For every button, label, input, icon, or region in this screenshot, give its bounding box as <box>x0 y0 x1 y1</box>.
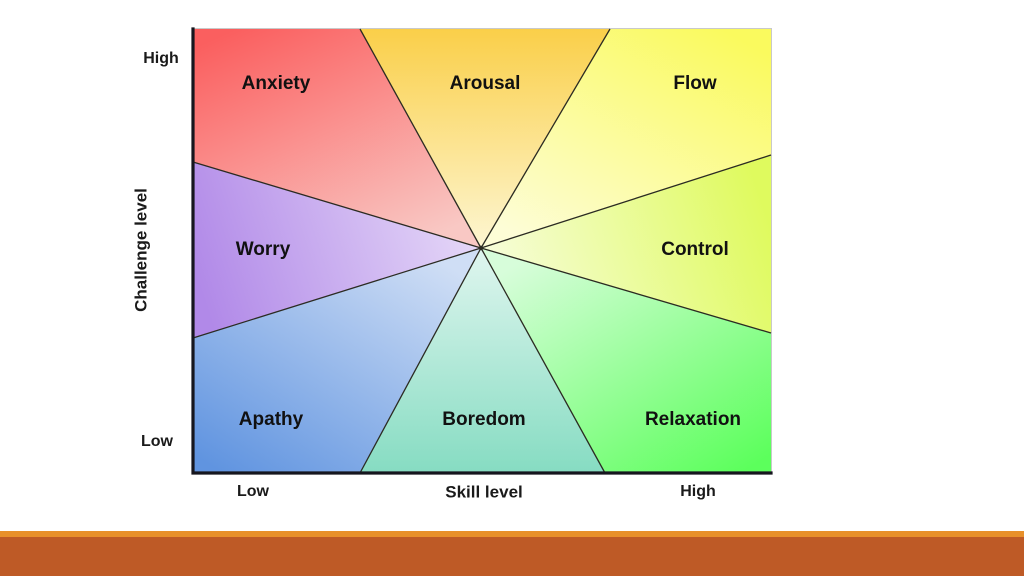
sector-group <box>193 29 771 473</box>
sector-worry <box>193 162 481 338</box>
sector-label-worry: Worry <box>236 239 291 260</box>
sector-label-relaxation: Relaxation <box>645 409 741 430</box>
footer-accent-stripe <box>0 531 1024 537</box>
sector-label-anxiety: Anxiety <box>242 73 311 94</box>
sector-control <box>481 155 771 333</box>
center-origin-dot <box>478 245 484 251</box>
sector-anxiety <box>193 29 481 248</box>
y-axis-title: Challenge level <box>131 188 150 312</box>
sector-label-apathy: Apathy <box>239 409 304 430</box>
sector-label-control: Control <box>661 239 729 260</box>
sector-arousal <box>360 29 610 248</box>
sector-label-boredom: Boredom <box>442 409 525 430</box>
sector-boredom <box>360 248 605 473</box>
sector-divider-lines <box>192 28 772 474</box>
x-axis-low-label: Low <box>237 483 270 500</box>
sector-flow <box>481 29 771 248</box>
flow-model-diagram: Anxiety Arousal Flow Control Relaxation … <box>120 14 820 514</box>
y-axis-low-label: Low <box>141 433 174 450</box>
footer-main-bar <box>0 537 1024 576</box>
sector-apathy <box>193 248 481 473</box>
flow-chart-svg: Anxiety Arousal Flow Control Relaxation … <box>131 27 773 501</box>
slide-footer-band <box>0 531 1024 576</box>
chart-axes <box>191 27 773 475</box>
x-axis-title: Skill level <box>445 482 523 501</box>
sector-relaxation <box>481 248 771 473</box>
x-axis-high-label: High <box>680 483 716 500</box>
y-axis-high-label: High <box>143 50 179 67</box>
sector-label-arousal: Arousal <box>450 73 521 94</box>
sector-label-flow: Flow <box>673 73 716 94</box>
